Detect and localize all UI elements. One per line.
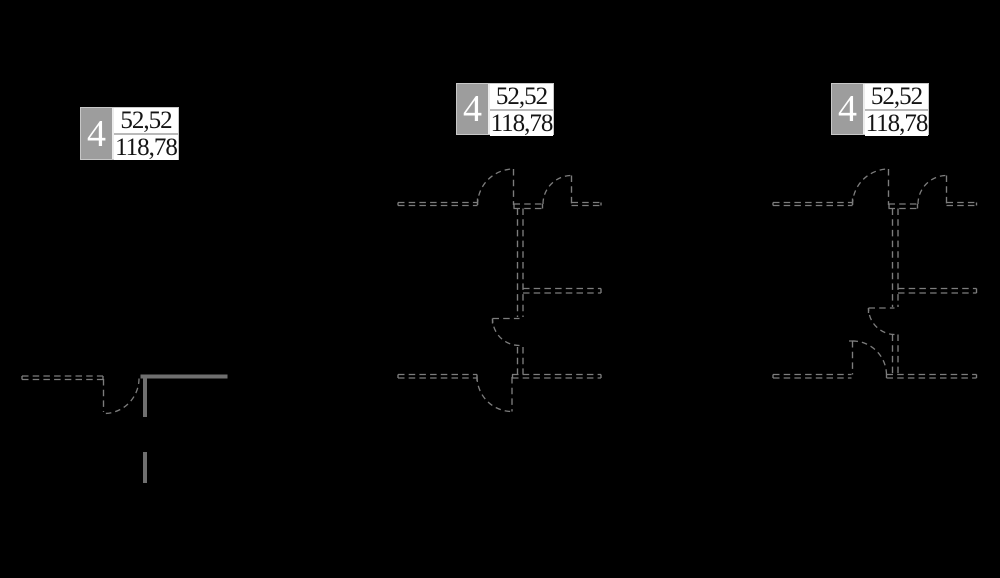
unit-area-bottom: 118,78	[114, 133, 178, 161]
unit-number: 4	[81, 108, 112, 159]
top-wall-left	[772, 198, 854, 207]
door-arc	[103, 378, 140, 415]
unit-number: 4	[832, 84, 863, 134]
bottom-wall-right	[885, 373, 978, 379]
unit-area-top: 52,52	[114, 108, 178, 133]
solid-wall-vertical-lower	[143, 452, 147, 483]
top-wall-right	[571, 201, 602, 207]
door-arc	[852, 340, 888, 376]
top-wall-middle	[513, 203, 544, 210]
top-wall-middle	[888, 203, 919, 210]
door-leaf	[491, 317, 520, 324]
door-arc	[476, 168, 514, 206]
unit-area-bottom: 118,78	[490, 109, 553, 137]
unit-area-bottom: 118,78	[865, 109, 928, 137]
solid-wall-horizontal	[140, 374, 228, 379]
unit-area-top: 52,52	[865, 84, 928, 109]
main-wall-lower	[891, 334, 899, 375]
branch-wall	[523, 287, 602, 294]
main-wall-upper	[891, 208, 899, 307]
door-arc	[542, 174, 572, 205]
main-wall-upper	[516, 208, 524, 317]
unit-values: 52,52 118,78	[488, 84, 553, 137]
unit-number: 4	[457, 84, 488, 134]
unit-values: 52,52 118,78	[112, 108, 178, 161]
floor-plan-middle	[397, 168, 602, 413]
unit-label-middle[interactable]: 4 52,52 118,78	[456, 83, 554, 137]
top-wall-left	[397, 198, 479, 207]
door-arc	[917, 174, 947, 205]
floor-plan-left	[21, 374, 228, 483]
top-wall-right	[946, 201, 978, 207]
bottom-wall-left	[772, 373, 852, 379]
unit-values: 52,52 118,78	[863, 84, 928, 137]
unit-area-top: 52,52	[490, 84, 553, 109]
door-leaf	[849, 340, 857, 375]
dashed-wall-horizontal	[21, 375, 104, 381]
solid-wall-vertical-upper	[143, 378, 147, 417]
door-arc	[491, 318, 520, 347]
main-wall-lower	[516, 347, 524, 375]
door-arc	[851, 168, 889, 206]
branch-wall	[898, 287, 978, 294]
door-arc	[867, 307, 895, 336]
door-leaf	[867, 307, 895, 313]
bottom-wall-right	[511, 373, 602, 379]
bottom-wall-left	[397, 373, 478, 382]
unit-label-right[interactable]: 4 52,52 118,78	[831, 83, 929, 137]
unit-label-left[interactable]: 4 52,52 118,78	[80, 107, 179, 160]
door-arc	[476, 376, 513, 413]
floor-plan-right	[772, 168, 978, 379]
